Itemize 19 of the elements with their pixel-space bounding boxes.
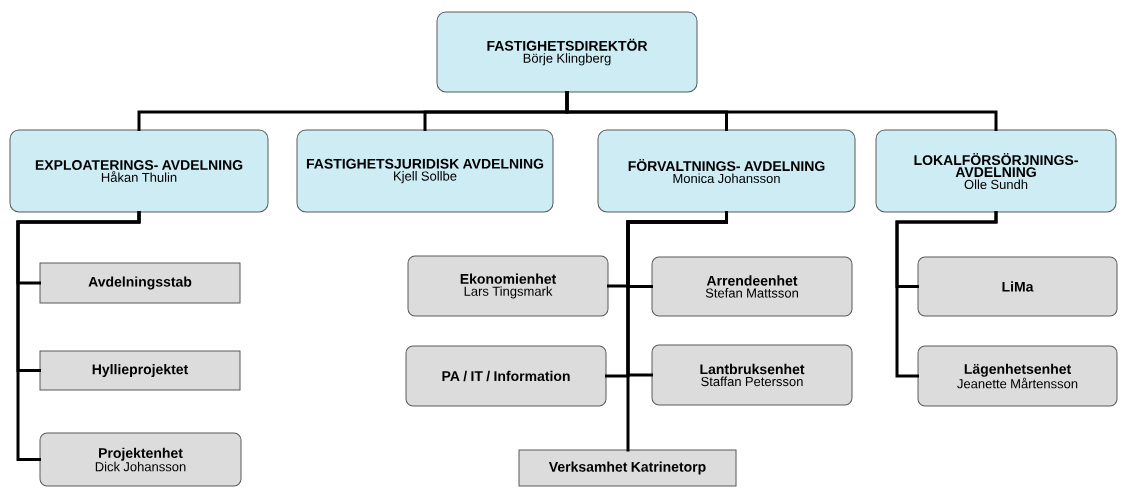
unit-box: Verksamhet Katrinetorp <box>518 449 737 487</box>
unit-box: Lantbruksenhet Staffan Petersson <box>651 344 853 406</box>
connector-line <box>895 211 998 378</box>
department-box: FASTIGHETSJURIDISK AVDELNING Kjell Sollbe <box>296 129 554 213</box>
unit-box: Arrendeenhet Stefan Mattsson <box>651 256 853 317</box>
unit-box: Hyllieprojektet <box>39 350 241 391</box>
unit-box: Avdelningsstab <box>39 262 241 304</box>
director-box: FASTIGHETSDIREKTÖR Börje Klingberg <box>436 11 698 93</box>
connector-line <box>565 91 998 131</box>
unit-box: Projektenhet Dick Johansson <box>39 432 242 487</box>
department-box: EXPLOATERINGS- AVDELNING Håkan Thulin <box>9 129 269 213</box>
unit-box: LiMa <box>917 256 1118 317</box>
department-box: LOKALFÖRSÖRJNINGS- AVDELNING Olle Sundh <box>875 129 1117 213</box>
unit-box: Lägenhetsenhet Jeanette Mårtensson <box>917 345 1118 407</box>
department-box: FÖRVALTNINGS- AVDELNING Monica Johansson <box>597 129 856 213</box>
unit-box: Ekonomienhet Lars Tingsmark <box>407 255 609 317</box>
connector-line <box>626 211 728 452</box>
connector-line <box>16 211 141 461</box>
unit-box: PA / IT / Information <box>405 345 607 407</box>
